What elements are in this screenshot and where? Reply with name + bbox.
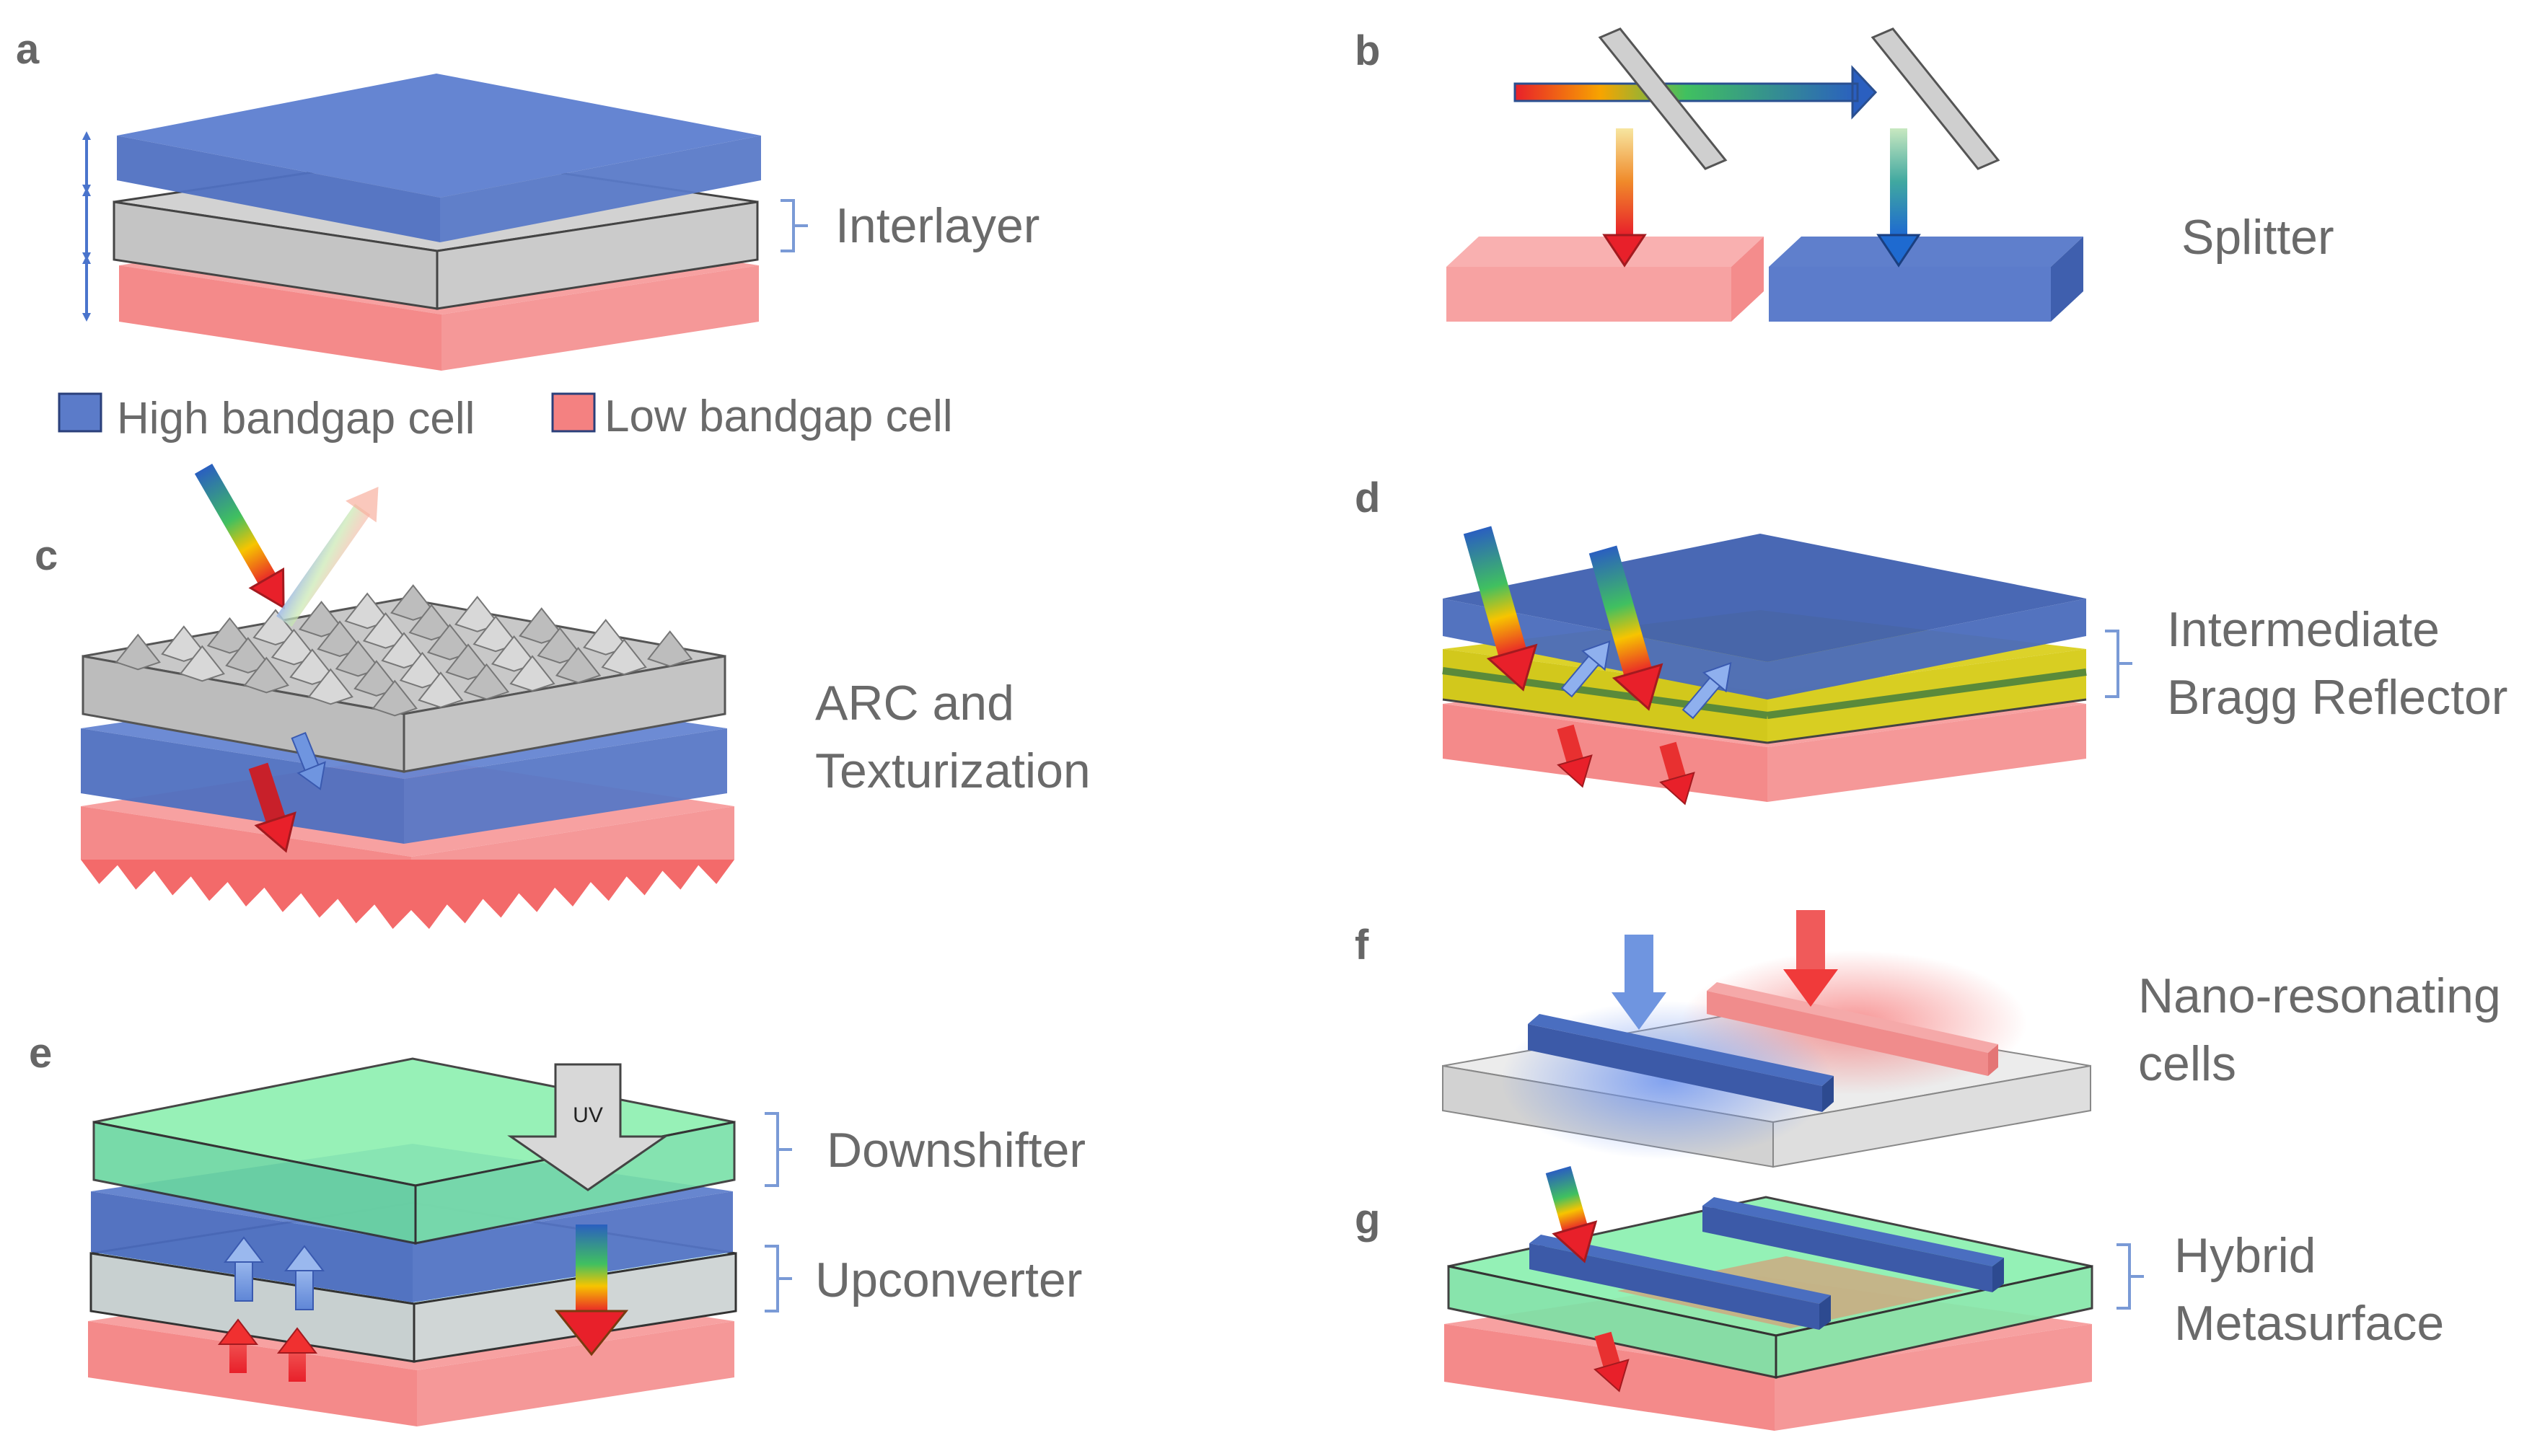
label-nano-line2: cells	[2138, 1036, 2236, 1091]
transmitted-red-arrow-c	[248, 762, 296, 853]
label-nano-line1: Nano-resonating	[2138, 969, 2501, 1023]
label-interlayer: Interlayer	[835, 198, 1039, 253]
splitter-mirror-1	[1598, 27, 1728, 170]
bracket-interlayer	[781, 199, 808, 252]
texture-pyramid	[115, 633, 161, 671]
bracket-bragg	[2105, 630, 2132, 698]
spectrum-arrow-b	[1513, 65, 1878, 120]
panel-letter-c: c	[35, 532, 58, 579]
panel-e: e UV	[29, 1030, 1086, 1426]
low-bandgap-block-b	[1446, 237, 1764, 322]
transmitted-arrow-d2	[1659, 741, 1695, 806]
legend-label-high: High bandgap cell	[117, 394, 475, 444]
texture-pyramid	[372, 679, 418, 717]
scattered-blue-arrow-c	[291, 731, 326, 790]
red-arrow-f	[1783, 910, 1838, 1007]
upconverted-arrow-e1	[223, 1236, 265, 1302]
high-bandgap-block-b	[1769, 237, 2083, 322]
reflected-arrow-c	[276, 487, 379, 627]
panel-letter-g: g	[1355, 1196, 1380, 1243]
incident-arrow-d1	[1463, 526, 1538, 692]
uv-label: UV	[573, 1103, 603, 1127]
label-arc-line2: Texturization	[815, 744, 1091, 798]
texture-pyramid	[509, 655, 555, 692]
red-down-arrow-b	[1602, 128, 1647, 268]
texture-pyramid	[463, 663, 510, 700]
red-up-arrow-e2	[276, 1327, 318, 1382]
transmitted-arrow-g	[1594, 1331, 1630, 1393]
bracket-downshifter	[765, 1112, 792, 1187]
label-downshifter: Downshifter	[827, 1123, 1086, 1178]
panel-f: f Nano-resonating	[1355, 910, 2501, 1168]
transmitted-arrow-d1	[1557, 724, 1593, 788]
texture-pyramid	[307, 668, 353, 705]
panel-a: a Interlayer	[16, 26, 1039, 444]
panel-c: c	[35, 464, 1091, 930]
incident-arrow-d2	[1588, 545, 1663, 711]
legend-swatch-low	[551, 392, 596, 433]
bracket-metasurface	[2116, 1243, 2144, 1310]
resonator-bar-g1	[1529, 1235, 1831, 1330]
panel-g: g	[1355, 1166, 2444, 1431]
blue-arrow-f	[1612, 935, 1666, 1030]
panel-d: d	[1355, 475, 2507, 806]
legend-swatch-high	[58, 392, 102, 433]
red-up-arrow-e1	[217, 1318, 259, 1373]
texture-teeth	[81, 860, 734, 930]
label-meta-line2: Metasurface	[2174, 1296, 2444, 1351]
upconverted-arrow-e2	[283, 1245, 325, 1310]
texture-pyramid	[601, 638, 647, 676]
panel-letter-d: d	[1355, 475, 1380, 521]
high-bandgap-resonator-f	[1528, 1014, 1834, 1112]
label-arc-line1: ARC and	[815, 676, 1014, 731]
legend-label-low: Low bandgap cell	[605, 392, 953, 441]
blue-down-arrow-b	[1876, 128, 1921, 268]
legend: High bandgap cell Low bandgap cell	[58, 392, 953, 444]
label-splitter: Splitter	[2181, 210, 2334, 265]
texture-pyramid	[555, 646, 602, 684]
panel-b: b Splitter	[1355, 27, 2334, 322]
splitter-mirror-2	[1871, 27, 2000, 170]
arc-texture-layer-c	[82, 584, 726, 773]
spectrum-down-arrow-e	[554, 1225, 629, 1356]
label-bragg-line1: Intermediate	[2167, 602, 2440, 657]
texture-pyramid	[243, 656, 289, 694]
resonator-bar-g2	[1702, 1197, 2004, 1292]
reflected-arrow-d1	[1560, 640, 1611, 698]
incident-arrow-g	[1545, 1166, 1598, 1263]
bracket-upconverter	[765, 1245, 792, 1312]
panel-letter-f: f	[1355, 922, 1369, 969]
panel-letter-b: b	[1355, 27, 1380, 74]
low-bandgap-resonator-f	[1707, 982, 1998, 1076]
texture-pyramid	[418, 671, 464, 708]
reflected-arrow-d2	[1682, 662, 1732, 720]
high-bandgap-layer-a	[117, 74, 761, 242]
texture-pyramid	[179, 645, 225, 682]
texture-pyramid	[647, 630, 693, 667]
uv-arrow-e: UV	[507, 1063, 669, 1191]
panel-letter-a: a	[16, 26, 40, 73]
label-meta-line1: Hybrid	[2174, 1228, 2316, 1283]
label-bragg-line2: Bragg Reflector	[2167, 670, 2507, 725]
label-upconverter: Upconverter	[815, 1253, 1082, 1307]
incident-spectrum-arrow-c	[194, 464, 285, 609]
panel-letter-e: e	[29, 1030, 52, 1077]
